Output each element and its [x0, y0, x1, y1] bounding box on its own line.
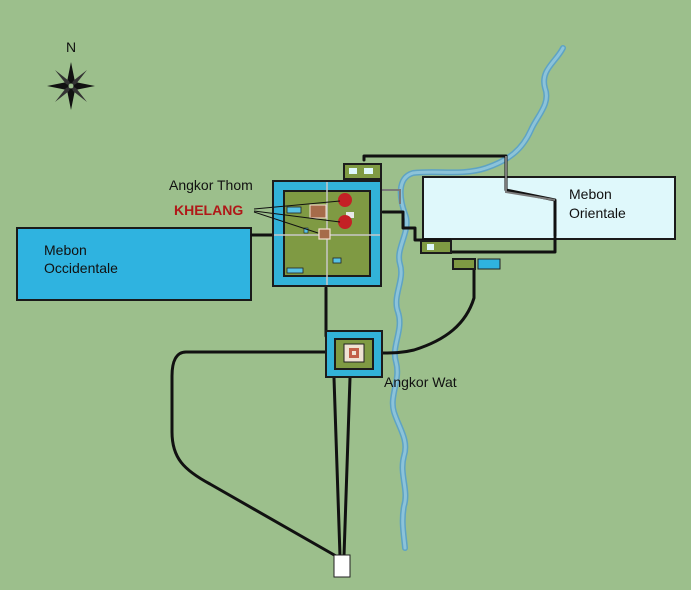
- road-south-1: [332, 376, 342, 558]
- khelang-marker-south: [338, 215, 352, 229]
- mebon-orientale-label-line2: Orientale: [569, 205, 626, 221]
- angkor-thom-label: Angkor Thom: [169, 177, 253, 193]
- south-terminus-building: [333, 554, 351, 578]
- mebon-orientale-baray: [422, 176, 676, 240]
- mebon-occidentale-label-line1: Mebon: [44, 242, 87, 258]
- road-west-loop: [170, 350, 338, 558]
- compass-north-label: N: [66, 39, 76, 55]
- angkor-wat-label: Angkor Wat: [384, 374, 457, 390]
- angkor-wat-complex: [325, 330, 383, 378]
- khelang-pointer-lines: [253, 200, 341, 234]
- angkor-thom-complex: [272, 180, 382, 287]
- north-temple: [343, 163, 382, 180]
- compass-rose-icon: [47, 62, 95, 110]
- road-east: [381, 210, 557, 254]
- siem-reap-river: [389, 45, 566, 551]
- khelang-label: KHELANG: [174, 202, 243, 218]
- mebon-occidentale-label-line2: Occidentale: [44, 260, 118, 276]
- khelang-marker-north: [338, 193, 352, 207]
- mebon-occidentale-baray: [16, 227, 252, 301]
- road-south-2: [342, 376, 352, 558]
- mebon-orientale-label-line1: Mebon: [569, 186, 612, 202]
- road-to-wat-east: [381, 262, 476, 355]
- east-temples: [420, 240, 501, 270]
